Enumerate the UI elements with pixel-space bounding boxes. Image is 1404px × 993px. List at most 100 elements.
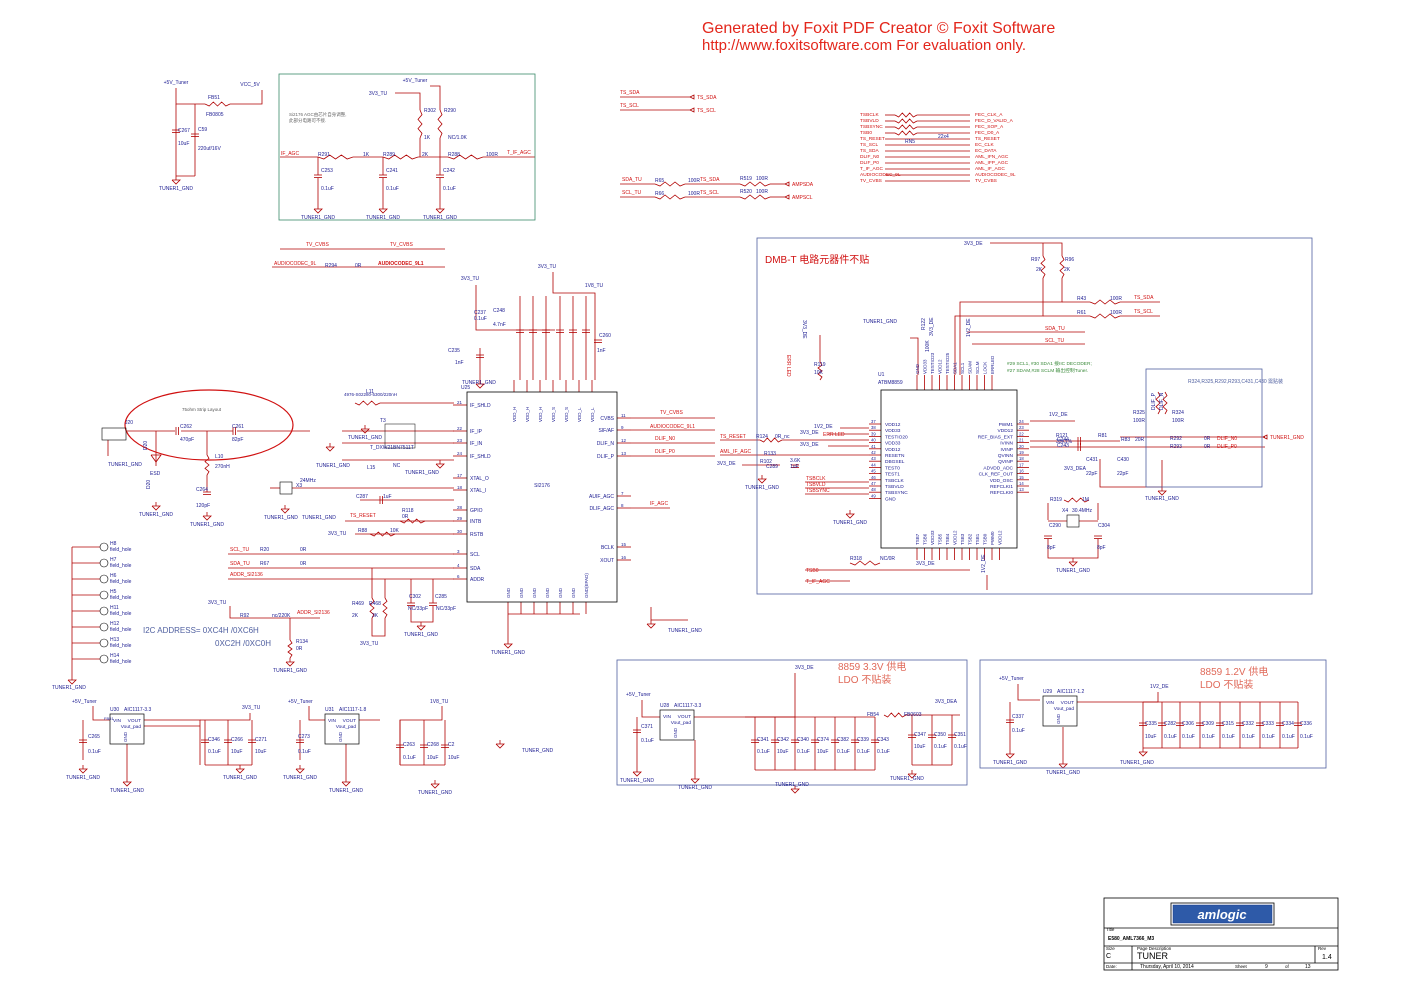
- ground-label: TUNER1_GND: [66, 775, 100, 781]
- schematic-label: TUNER1_GND: [668, 628, 702, 634]
- schematic-label: 3V3_DE: [801, 320, 807, 339]
- schematic-label: TEST0: [885, 465, 900, 471]
- schematic-label: 1V2_DE: [1049, 412, 1068, 418]
- schematic-label: 9: [1265, 964, 1268, 970]
- ground-label: TUNER1_GND: [139, 512, 173, 518]
- wire: [954, 278, 1044, 375]
- schematic-label: 1V2_DE: [966, 318, 972, 337]
- schematic-label: GND: [506, 587, 511, 598]
- wire: [990, 242, 1063, 256]
- schematic-label: SDA_TU: [1045, 326, 1065, 332]
- wire: [790, 788, 800, 794]
- schematic-label: TEST1: [885, 472, 900, 478]
- schematic-label: 18: [1019, 456, 1024, 461]
- schematic-label: GND: [558, 587, 563, 598]
- wire: [317, 154, 354, 160]
- schematic-label: R318: [850, 556, 862, 562]
- ground-label: TUNER1_GND: [620, 778, 654, 784]
- schematic-label: 100R: [756, 189, 768, 195]
- schematic-label: 100R: [1110, 310, 1122, 316]
- schematic-label: 10uF: [178, 141, 189, 147]
- schematic-label: of: [1285, 964, 1290, 969]
- schematic-label: TUNER1_GND: [775, 782, 809, 788]
- schematic-label: 20R: [1135, 437, 1145, 443]
- schematic-label: TSBCLK: [806, 476, 826, 482]
- schematic-label: 24: [1019, 419, 1024, 424]
- schematic-label: R319: [1050, 497, 1062, 503]
- schematic-label: TUNER1_GND: [462, 380, 496, 386]
- dlif-resistor-box: [1145, 368, 1263, 488]
- banner-line-2: http://www.foxitsoftware.com For evaluat…: [702, 37, 1027, 54]
- wire: [202, 515, 212, 521]
- wire: [739, 194, 771, 200]
- wire: [646, 623, 656, 629]
- schematic-label: SDA_TU: [622, 177, 642, 183]
- schematic-label: XOUT: [600, 558, 614, 564]
- schematic-label: AUIF_AGC: [589, 494, 614, 500]
- schematic-label: 45: [871, 469, 876, 474]
- wire: [759, 437, 783, 443]
- wire: [325, 446, 335, 452]
- wire: [739, 181, 771, 187]
- schematic-label: R324: [1172, 410, 1184, 416]
- wire: [1162, 391, 1168, 415]
- wire: [67, 679, 77, 685]
- schematic-label: VIN: [1046, 700, 1055, 706]
- schematic-label: 1V2_DE: [814, 424, 833, 430]
- schematic-label: +5V_Tuner: [403, 78, 428, 84]
- schematic-label: 100R: [756, 176, 768, 182]
- wire: [410, 606, 434, 623]
- schematic-label: TSB3: [960, 533, 965, 545]
- schematic-label: 0.1uF: [837, 749, 850, 755]
- wire: [495, 743, 505, 749]
- schematic-label: 22x4: [938, 134, 949, 140]
- ground-label: TUNER1_GND: [993, 760, 1027, 766]
- schematic-label: U28: [660, 703, 669, 709]
- schematic-label: TV_CVBS: [660, 410, 683, 416]
- wire: [1005, 753, 1015, 759]
- schematic-label: 3V3_TU: [328, 531, 347, 537]
- wire: [910, 337, 919, 375]
- ground-label: TUNER1_GND: [404, 632, 438, 638]
- schematic-label: 39: [871, 431, 876, 436]
- schematic-label: XTAL_O: [470, 476, 489, 482]
- wire: [690, 778, 700, 784]
- schematic-label: DLIF_N: [597, 441, 615, 447]
- schematic-label: 1.4: [1322, 954, 1332, 961]
- schematic-label: C243: [1057, 443, 1069, 449]
- schematic-label: field_hole: [110, 643, 132, 649]
- wire: [437, 109, 443, 139]
- schematic-label: 21: [1019, 438, 1024, 443]
- schematic-label: R121: [1056, 433, 1068, 439]
- wire: [849, 560, 881, 566]
- schematic-label: DLIF_N0: [1217, 436, 1237, 442]
- schematic-label: H8: [110, 541, 117, 547]
- schematic-label: Page Description: [1137, 946, 1172, 951]
- wire: [395, 92, 421, 110]
- schematic-label: 120pF: [196, 503, 210, 509]
- schematic-label: SCL: [470, 552, 480, 558]
- schematic-label: R519: [740, 176, 752, 182]
- schematic-label: SDA1: [953, 362, 958, 374]
- schematic-label: XTAL_I: [470, 488, 486, 494]
- schematic-label: R96: [1065, 257, 1074, 263]
- schematic-label: 10uF: [231, 749, 242, 755]
- u29-ldo-chip: [1042, 695, 1078, 727]
- schematic-label: 3V3_DE: [800, 442, 819, 448]
- agc-box: [278, 73, 536, 221]
- wire: [654, 194, 686, 200]
- schematic-label: ESD: [150, 471, 161, 477]
- wire: [641, 700, 660, 718]
- schematic-label: 21: [457, 400, 463, 405]
- wire: [784, 194, 790, 200]
- schematic-label: 0.1uF: [1282, 734, 1295, 740]
- schematic-label: 22pF: [1086, 471, 1097, 477]
- schematic-label: 13: [1305, 964, 1311, 970]
- schematic-label: TUNER1_GND: [264, 515, 298, 521]
- schematic-label: R118: [402, 508, 414, 514]
- schematic-label: C343: [877, 737, 889, 743]
- schematic-label: IF_SHLD: [470, 454, 491, 460]
- schematic-label: 23: [1019, 425, 1024, 430]
- wire: [689, 107, 695, 113]
- schematic-label: 100R: [1172, 418, 1184, 424]
